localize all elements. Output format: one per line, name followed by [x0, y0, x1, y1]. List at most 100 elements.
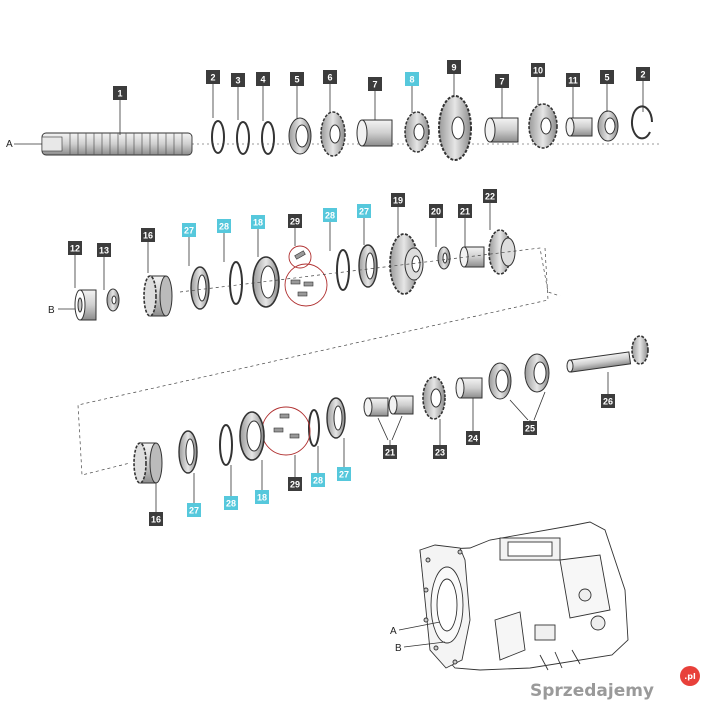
tag-label: 21	[385, 448, 395, 458]
tag-box	[383, 445, 397, 459]
tag-label: 1	[117, 89, 122, 99]
tag-box	[368, 77, 382, 91]
part-tag-27: 27	[337, 438, 351, 481]
watermark-logo: Sprzedajemy .pl	[530, 666, 700, 701]
detail-circle-part-29-lower	[261, 406, 311, 456]
bearing-part-5	[288, 117, 312, 155]
main-shaft-part-1	[41, 132, 193, 156]
part-tag-13: 13	[97, 243, 111, 290]
needle-bearing-part-21-lower	[363, 395, 414, 417]
shaft-b-lower-row	[133, 335, 649, 484]
tag-label: 5	[294, 75, 299, 85]
part-tag-8: 8	[405, 72, 419, 113]
detail-circle-part-29-upper	[284, 245, 328, 307]
part-tag-16: 16	[141, 228, 155, 273]
tag-label: 22	[485, 192, 495, 202]
part-tag-27: 27	[357, 204, 371, 245]
tag-box	[288, 214, 302, 228]
tag-box	[483, 189, 497, 203]
part-tag-2: 2	[206, 70, 220, 118]
bush-part-7b	[484, 117, 519, 143]
tag-label: 7	[372, 80, 377, 90]
gear-part-9	[438, 95, 472, 161]
part-tag-28: 28	[323, 208, 337, 251]
gear-part-16-lower	[133, 442, 163, 484]
spacer-part-11	[565, 117, 593, 137]
part-tag-23: 23	[433, 419, 447, 459]
washer-part-20	[437, 246, 451, 270]
tag-box	[206, 70, 220, 84]
spacer-part-24	[455, 377, 483, 399]
tag-label: 29	[290, 480, 300, 490]
part-tag-12: 12	[68, 241, 82, 288]
label-b-housing: B	[395, 643, 402, 654]
tag-box	[187, 503, 201, 517]
tag-box	[255, 490, 269, 504]
tag-box	[311, 473, 325, 487]
gear-part-23	[422, 376, 446, 420]
tag-box	[97, 243, 111, 257]
tag-label: 28	[219, 222, 229, 232]
part-tag-1: 1	[113, 86, 127, 135]
tag-label: 13	[99, 246, 109, 256]
part-tag-7: 7	[495, 74, 509, 118]
gear-part-16-upper	[143, 275, 173, 317]
tag-label: 16	[151, 515, 161, 525]
bearing-part-25-a	[488, 362, 512, 400]
label-b-shaft: B	[48, 305, 55, 316]
bearing-part-25-b	[524, 353, 550, 393]
watermark-badge-icon	[680, 666, 700, 686]
tag-label: 29	[290, 217, 300, 227]
synchro-hub-part-18-upper	[252, 256, 280, 308]
tag-box	[495, 74, 509, 88]
part-tag-5: 5	[290, 72, 304, 119]
watermark-text: Sprzedajemy	[530, 681, 654, 701]
part-tag-27: 27	[182, 223, 196, 266]
tag-box	[323, 70, 337, 84]
tag-box	[256, 72, 270, 86]
nut-part-13	[106, 288, 120, 312]
part-tag-6: 6	[323, 70, 337, 113]
part-tag-19: 19	[391, 193, 405, 235]
part-tag-22: 22	[483, 189, 497, 230]
part-tag-18: 18	[255, 460, 269, 504]
tag-box	[231, 73, 245, 87]
tag-box	[113, 86, 127, 100]
tag-label: 23	[435, 448, 445, 458]
tag-box	[182, 223, 196, 237]
tag-label: 19	[393, 196, 403, 206]
tag-label: 28	[226, 499, 236, 509]
tag-label: 27	[184, 226, 194, 236]
part-tag-29: 29	[288, 455, 302, 491]
tag-label: 28	[325, 211, 335, 221]
part-tag-18: 18	[251, 215, 265, 257]
synchro-hub-part-18-lower	[239, 411, 265, 461]
tag-label: 12	[70, 244, 80, 254]
tag-label: 7	[499, 77, 504, 87]
tag-label: 2	[210, 73, 215, 83]
needle-bearing-part-21-upper	[459, 246, 485, 268]
gear-part-6	[320, 111, 346, 157]
part-tag-3: 3	[231, 73, 245, 120]
tag-label: 27	[189, 506, 199, 516]
part-tag-24: 24	[466, 398, 480, 445]
part-tag-11: 11	[566, 73, 580, 118]
tag-label: 9	[451, 63, 456, 73]
tag-box	[523, 421, 537, 435]
tag-label: 24	[468, 434, 478, 444]
tag-box	[288, 477, 302, 491]
bush-part-7	[356, 119, 393, 147]
part-tag-27: 27	[187, 473, 201, 517]
tag-box	[447, 60, 461, 74]
shaft-b-upper-row: B	[48, 229, 561, 321]
tag-box	[433, 445, 447, 459]
tag-box	[429, 204, 443, 218]
tag-label: 27	[339, 470, 349, 480]
tag-label: 18	[257, 493, 267, 503]
tag-box	[68, 241, 82, 255]
tag-box	[405, 72, 419, 86]
tag-box	[217, 219, 231, 233]
gear-part-8	[404, 111, 430, 153]
tag-box	[323, 208, 337, 222]
